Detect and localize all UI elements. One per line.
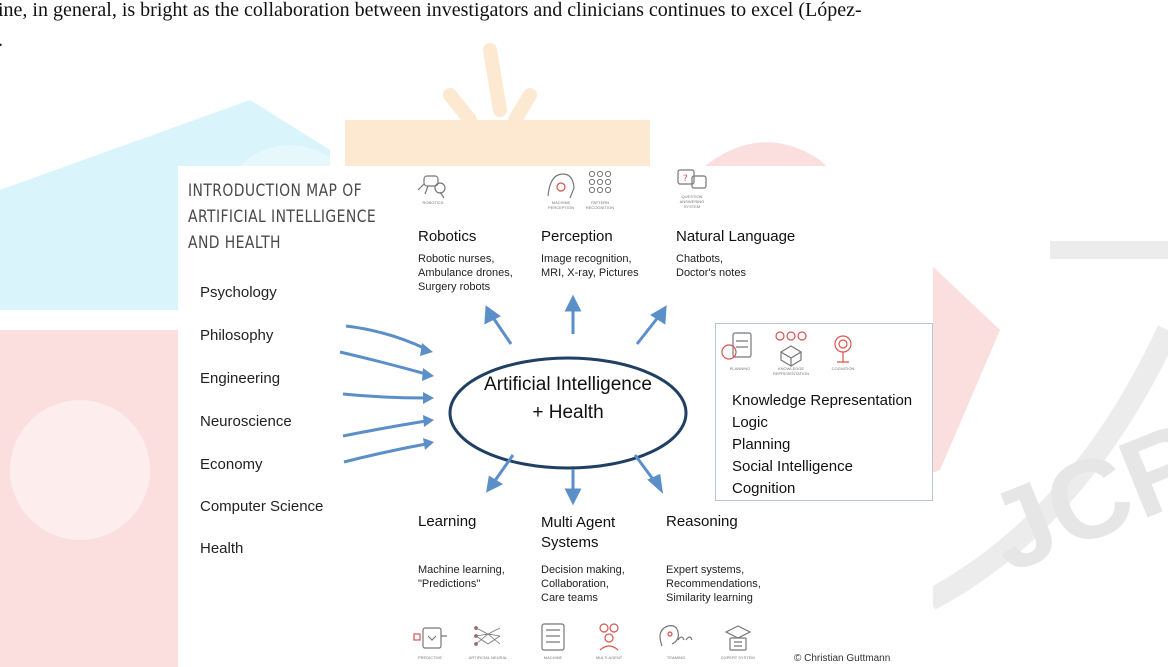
predictive-icon-caption: PREDICTIVE <box>417 655 442 660</box>
incoming-arrow-1 <box>345 324 427 351</box>
watermark-grey-curve <box>924 325 1168 610</box>
desc-line: MRI, X-ray, Pictures <box>541 267 639 279</box>
incoming-arrow-3 <box>342 392 427 400</box>
desc-line: Chatbots, <box>676 253 724 265</box>
page-text-line-2: . <box>0 26 3 54</box>
center-label-line-1: Artificial Intelligence <box>484 374 652 395</box>
robotics-icon-caption: ROBOTICS <box>422 200 444 205</box>
desc-line: Machine learning, <box>418 564 505 576</box>
question-answering-icon: ? <box>677 169 707 189</box>
figure-title-line: INTRODUCTION MAP OF <box>188 181 363 201</box>
neural-network-icon <box>474 626 501 646</box>
category-perception-title: Perception <box>541 228 613 245</box>
predictive-icon <box>413 627 447 649</box>
desc-line: Collaboration, <box>541 578 609 590</box>
pattern-recognition-icon <box>588 170 612 194</box>
planning-icon <box>721 332 752 360</box>
copyright-notice: © Christian Guttmann <box>794 653 891 664</box>
figure-graphics: ? <box>339 169 852 651</box>
desc-line: Surgery robots <box>418 281 491 293</box>
desc-line: Ambulance drones, <box>418 267 513 279</box>
box-item-cognition: Cognition <box>732 480 796 497</box>
ai-health-map-figure: ? <box>178 166 933 667</box>
multi-agent-icon <box>599 623 619 651</box>
figure-title: INTRODUCTION MAP OF ARTIFICIAL INTELLIGE… <box>188 178 401 256</box>
neural-network-icon-caption: ARTIFICIAL NEURAL <box>468 655 508 660</box>
machine-perception-icon <box>547 173 575 199</box>
outgoing-arrows <box>484 294 667 506</box>
expert-system-icon <box>724 625 752 651</box>
question-answering-icon-caption: QUESTION ANSWERING SYSTEM <box>679 194 705 209</box>
machine-icon-caption: MACHINE <box>543 655 563 660</box>
machine-perception-icon-caption: MACHINE PERCEPTION <box>547 200 574 210</box>
discipline-philosophy: Philosophy <box>200 327 274 344</box>
cognition-icon <box>834 335 852 363</box>
figure-title-line: ARTIFICIAL INTELLIGENCE <box>188 207 377 227</box>
incoming-arrow-2 <box>339 350 427 376</box>
figure-title-line: AND HEALTH <box>188 233 281 253</box>
category-learning-desc: Machine learning, "Predictions" <box>418 563 505 591</box>
title-line: Multi Agent <box>541 514 616 531</box>
center-ellipse <box>448 356 688 470</box>
desc-line: Expert systems, <box>666 564 745 576</box>
arrow-learning <box>492 454 515 483</box>
category-reasoning-title: Reasoning <box>666 513 738 530</box>
teaming-icon-caption: TEAMING <box>666 655 686 660</box>
discipline-economy: Economy <box>200 456 263 473</box>
desc-line: Similarity learning <box>666 592 753 604</box>
cognition-icon-caption: COGNITION <box>831 366 855 371</box>
desc-line: Robotic nurses, <box>418 253 495 265</box>
category-perception-desc: Image recognition, MRI, X-ray, Pictures <box>541 252 639 280</box>
box-item-logic: Logic <box>732 414 768 431</box>
desc-line: Doctor's notes <box>676 267 746 279</box>
multi-agent-icon-caption: MULTI AGENT <box>595 655 623 660</box>
watermark-red-shape <box>0 330 178 667</box>
category-natural-language-title: Natural Language <box>676 228 796 245</box>
category-multi-agent-title: Multi Agent Systems <box>541 513 615 553</box>
knowledge-representation-icon-caption: KNOWLEDGE REPRESENTATION <box>772 366 810 376</box>
arrow-reasoning <box>633 454 657 483</box>
robotics-icon <box>417 175 446 199</box>
discipline-psychology: Psychology <box>200 284 277 301</box>
desc-line: Image recognition, <box>541 253 632 265</box>
arrow-robotics <box>490 315 513 345</box>
title-line: Systems <box>541 534 599 551</box>
category-robotics-title: Robotics <box>418 228 477 245</box>
watermark-gear <box>10 400 150 540</box>
incoming-arrows <box>339 324 427 464</box>
discipline-health: Health <box>200 540 244 557</box>
category-learning-title: Learning <box>418 513 477 530</box>
teaming-icon <box>659 625 693 647</box>
incoming-arrowheads <box>420 343 434 450</box>
box-item-knowledge-representation: Knowledge Representation <box>732 392 913 409</box>
arrow-natural-language <box>635 315 661 345</box>
ai-fields-box <box>715 323 933 501</box>
desc-line: "Predictions" <box>418 578 481 590</box>
pattern-recognition-icon-caption: PATTERN RECOGNITION <box>585 200 615 210</box>
machine-icon <box>541 623 565 651</box>
incoming-arrow-4 <box>342 419 427 438</box>
box-item-planning: Planning <box>732 436 791 453</box>
expert-system-icon-caption: EXPERT SYSTEM <box>721 655 755 660</box>
desc-line: Care teams <box>541 592 598 604</box>
discipline-neuroscience: Neuroscience <box>200 413 292 430</box>
svg-text:?: ? <box>683 174 688 184</box>
page-text-line-1: ine, in general, is bright as the collab… <box>0 0 862 21</box>
category-multi-agent-desc: Decision making, Collaboration, Care tea… <box>541 563 625 605</box>
discipline-engineering: Engineering <box>200 370 281 387</box>
category-natural-language-desc: Chatbots, Doctor's notes <box>676 252 746 280</box>
discipline-computer-science: Computer Science <box>200 498 324 515</box>
center-label-line-2: + Health <box>532 402 604 423</box>
watermark-sun-rays <box>443 43 537 127</box>
incoming-arrow-5 <box>343 442 427 464</box>
desc-line: Recommendations, <box>666 578 761 590</box>
box-item-social-intelligence: Social Intelligence <box>732 458 853 475</box>
planning-icon-caption: PLANNING <box>729 366 751 371</box>
category-reasoning-desc: Expert systems, Recommendations, Similar… <box>666 563 761 605</box>
category-robotics-desc: Robotic nurses, Ambulance drones, Surger… <box>418 252 513 294</box>
knowledge-representation-icon <box>775 331 807 368</box>
desc-line: Decision making, <box>541 564 625 576</box>
